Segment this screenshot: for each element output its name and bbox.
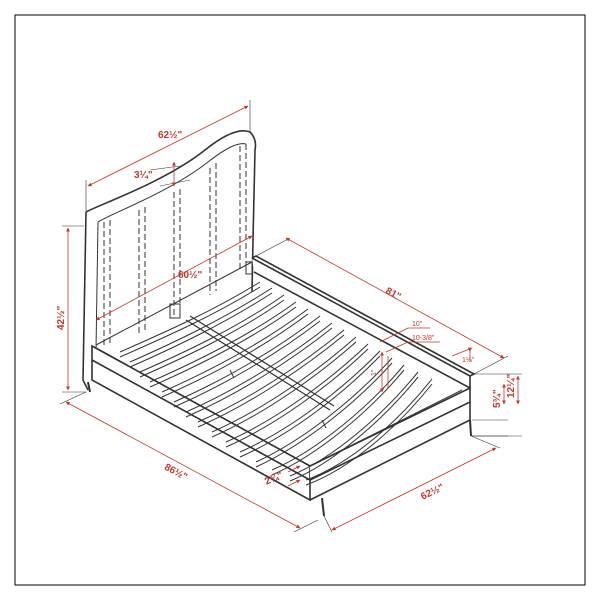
label-slat-spacing-b: 10-3/8": [412, 335, 435, 342]
dim-leg-height: 5¾": [472, 383, 508, 437]
dim-total-height: 42½": [56, 225, 86, 393]
label-total-height: 42½": [56, 306, 67, 330]
bed-legs: [87, 381, 472, 517]
label-slat-thickness: 1": [371, 369, 378, 376]
label-base-width: 62½": [419, 482, 446, 503]
label-headboard-dip: 3¼": [134, 170, 153, 181]
label-slat-spacing-a: 10": [412, 321, 423, 328]
label-inner-width: 60½": [178, 270, 202, 281]
dim-slat-width: 1⅛": [451, 347, 475, 364]
drawing-border: [14, 14, 586, 586]
label-slat-width: 1⅛": [462, 357, 475, 364]
dim-footboard-height: 12¼": [472, 374, 522, 437]
dim-headboard-width: 62½": [85, 100, 251, 212]
label-leg-height: 5¾": [492, 389, 503, 408]
dim-inner-width: 60½": [95, 235, 253, 321]
dim-slat-thickness: 1": [371, 351, 389, 393]
dim-slat-spacing: 10" 10-3/8": [379, 321, 440, 353]
dim-headboard-dip: 3¼": [134, 161, 191, 187]
label-total-length: 86½": [162, 462, 189, 483]
headboard-channels: [103, 144, 247, 345]
label-footboard-height: 12¼": [506, 374, 517, 398]
headboard: [82, 130, 257, 391]
label-headboard-width: 62½": [158, 130, 182, 141]
